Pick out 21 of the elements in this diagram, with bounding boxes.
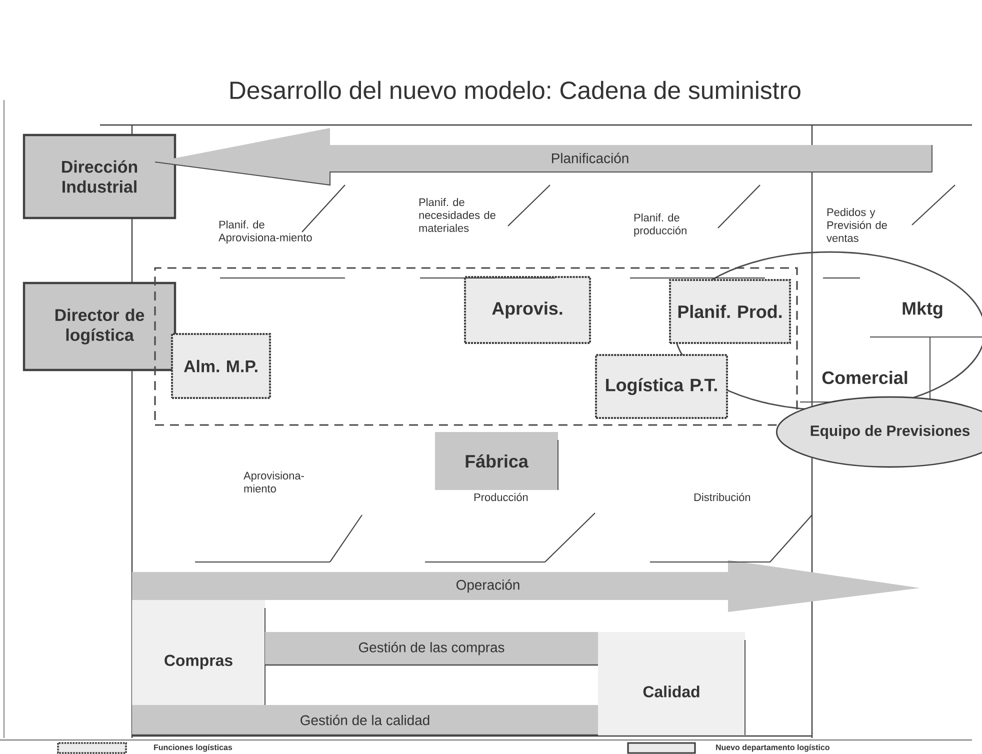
process-label: Aprovisiona-miento [244, 472, 304, 492]
title: Desarrollo del nuevo modelo: Cadena de suministro [230, 80, 800, 100]
department-label: Mktg [902, 302, 942, 318]
process-label: Pedidos y Previsión de ventas [826, 208, 887, 242]
process-label: Planif. de Aprovisiona-miento [218, 220, 312, 244]
process-label: Planif. de necesidades de materiales [419, 198, 496, 232]
process-band: Gestión de la calidad [132, 705, 598, 736]
department-box: Dirección Industrial [22, 134, 176, 220]
process-label: Planif. de producción [634, 213, 686, 237]
function-box: Alm. M.P. [171, 333, 271, 399]
process-label: Distribución [694, 492, 750, 502]
factory-box: Fábrica [435, 432, 558, 490]
department-area: Compras [132, 600, 266, 708]
department-area: Calidad [598, 632, 746, 736]
function-box: Aprovis. [464, 276, 591, 344]
node-label: Planificación [552, 152, 628, 164]
function-box: Planif. Prod. [669, 279, 791, 344]
dashed-region [154, 267, 798, 426]
department-box: Director de logística [22, 282, 176, 372]
function-box: Logística P.T. [595, 354, 728, 419]
process-band: Gestión de las compras [265, 632, 598, 666]
